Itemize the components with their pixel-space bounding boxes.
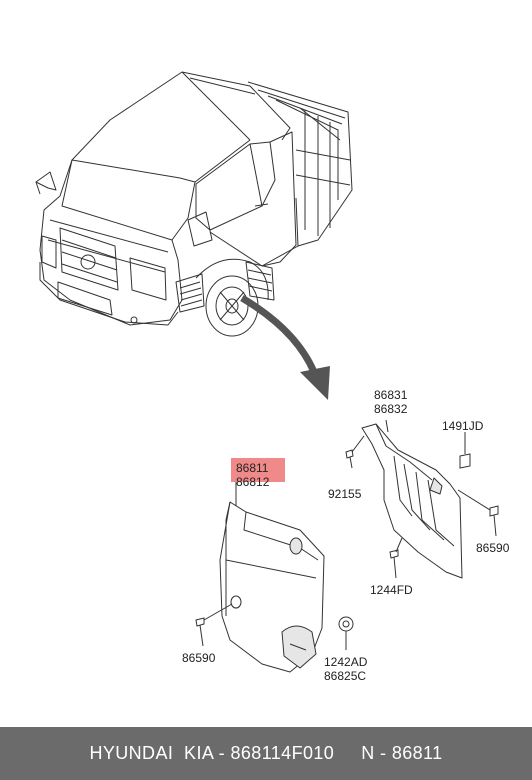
part-number-highlight [231,458,285,482]
callout-86825c[interactable]: 86825C [324,669,367,683]
callout-1491jd[interactable]: 1491JD [442,419,484,433]
callout-1242ad[interactable]: 1242AD [324,655,368,669]
callout-1244fd[interactable]: 1244FD [370,583,413,597]
fasteners [195,432,499,650]
callout-86831[interactable]: 86831 [374,388,408,402]
front-wheel-guard-part [219,470,325,673]
callout-86590-right[interactable]: 86590 [476,541,510,555]
callout-86590-left[interactable]: 86590 [182,651,216,665]
callout-86812[interactable]: 86812 [236,475,270,489]
callout-86832[interactable]: 86832 [374,402,408,416]
footer-text: HYUNDAI KIA - 868114F010 N - 86811 [89,743,443,763]
truck-illustration [35,71,353,337]
part-number-footer: HYUNDAI KIA - 868114F010 N - 86811 [0,727,532,780]
diagram-drawing [35,71,499,673]
parts-diagram: 86811 86812 86831 86832 1491JD 92155 865… [35,71,510,683]
callout-92155[interactable]: 92155 [328,487,362,501]
rear-wheel-guard-part [361,419,463,579]
callout-arrow [240,294,330,400]
callout-86811[interactable]: 86811 [236,461,269,475]
